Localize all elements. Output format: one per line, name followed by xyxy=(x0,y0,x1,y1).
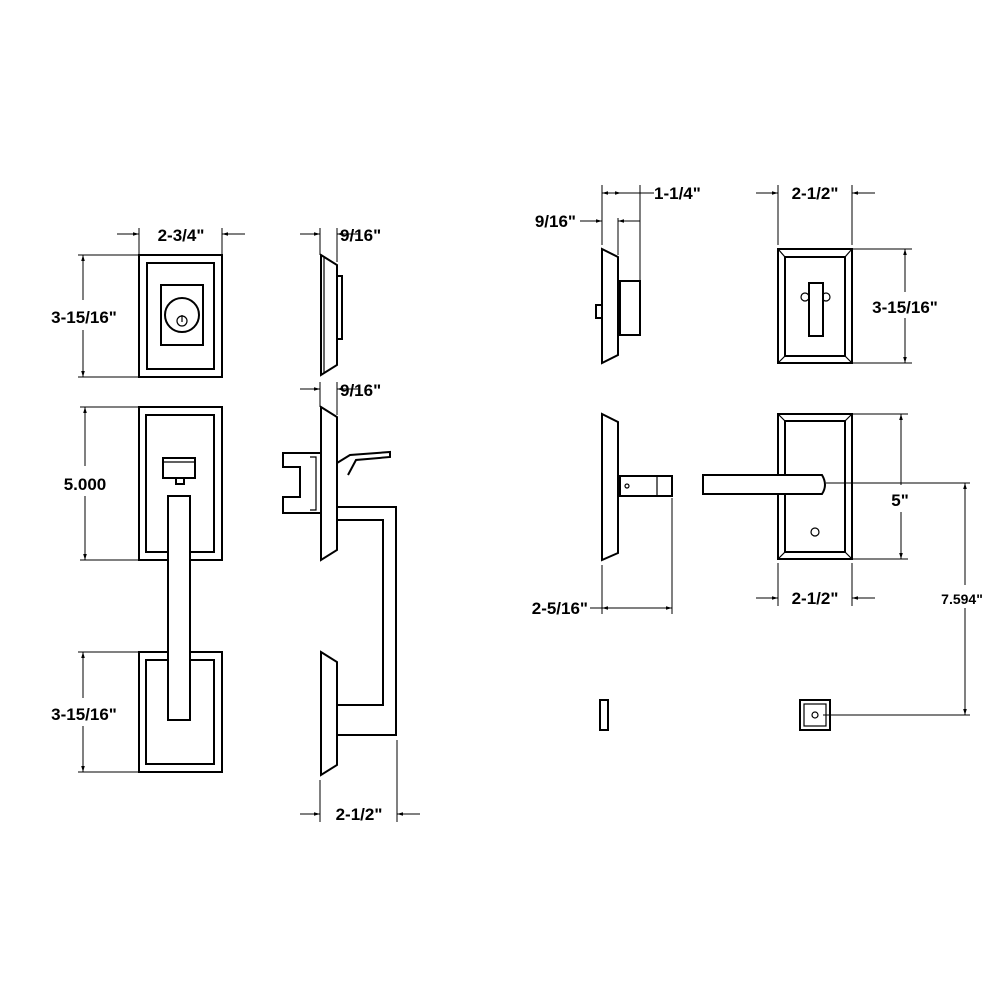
dim-interior-deadbolt-height: 3-15/16" xyxy=(852,248,938,364)
label-interior-deadbolt-height: 3-15/16" xyxy=(872,298,938,317)
dim-lever-plate-height: 5" xyxy=(852,413,909,560)
dim-deadbolt-width: 2-3/4" xyxy=(117,226,245,255)
label-interior-deadbolt-width: 2-1/2" xyxy=(792,184,839,203)
exterior-deadbolt-front xyxy=(138,254,223,378)
label-deadbolt-height: 3-15/16" xyxy=(51,308,117,327)
label-lever-projection: 2-5/16" xyxy=(532,599,588,618)
dim-lever-projection: 2-5/16" xyxy=(532,498,673,618)
interior-deadbolt-front xyxy=(777,248,853,364)
thumb-piece xyxy=(162,457,196,479)
dim-lever-to-strike: 7.594" xyxy=(823,482,983,716)
label-lever-plate-width: 2-1/2" xyxy=(792,589,839,608)
label-interior-deadbolt-depth: 1-1/4" xyxy=(654,184,701,203)
dim-interior-deadbolt-width: 2-1/2" xyxy=(756,184,875,245)
screw-icon xyxy=(800,292,810,302)
dim-lever-plate-width: 2-1/2" xyxy=(756,563,875,608)
label-lever-plate-height: 5" xyxy=(891,491,909,510)
lever-side xyxy=(601,412,673,562)
key-cylinder-icon xyxy=(164,297,200,333)
thumb-turn xyxy=(808,282,824,337)
interior-deadbolt-side xyxy=(595,247,641,365)
dim-deadbolt-projection: 9/16" xyxy=(300,226,381,262)
grip-bar xyxy=(167,495,191,721)
label-deadbolt-width: 2-3/4" xyxy=(158,226,205,245)
dim-handle-projection: 2-1/2" xyxy=(300,740,420,824)
label-handle-plate-height: 5.000 xyxy=(64,475,107,494)
dim-handle-plate-height: 5.000 xyxy=(64,406,139,561)
lever-handle xyxy=(702,474,826,495)
dim-bottom-plate-height: 3-15/16" xyxy=(51,651,139,773)
label-lever-to-strike: 7.594" xyxy=(941,591,983,607)
handleset-front xyxy=(138,406,223,773)
dim-interior-deadbolt-depth: 1-1/4" xyxy=(601,184,701,280)
label-deadbolt-projection: 9/16" xyxy=(340,226,381,245)
dim-deadbolt-height: 3-15/16" xyxy=(51,254,139,378)
label-interior-deadbolt-plate: 9/16" xyxy=(535,212,576,231)
dim-interior-deadbolt-plate: 9/16" xyxy=(535,212,640,255)
screw-icon xyxy=(810,527,820,537)
dim-handle-plate-projection: 9/16" xyxy=(300,381,381,415)
handleset-side xyxy=(282,405,397,777)
label-handle-plate-projection: 9/16" xyxy=(340,381,381,400)
label-bottom-plate-height: 3-15/16" xyxy=(51,705,117,724)
lever-front xyxy=(702,413,853,560)
exterior-deadbolt-side xyxy=(320,253,343,377)
label-handle-projection: 2-1/2" xyxy=(336,805,383,824)
strike-parts xyxy=(599,699,831,731)
